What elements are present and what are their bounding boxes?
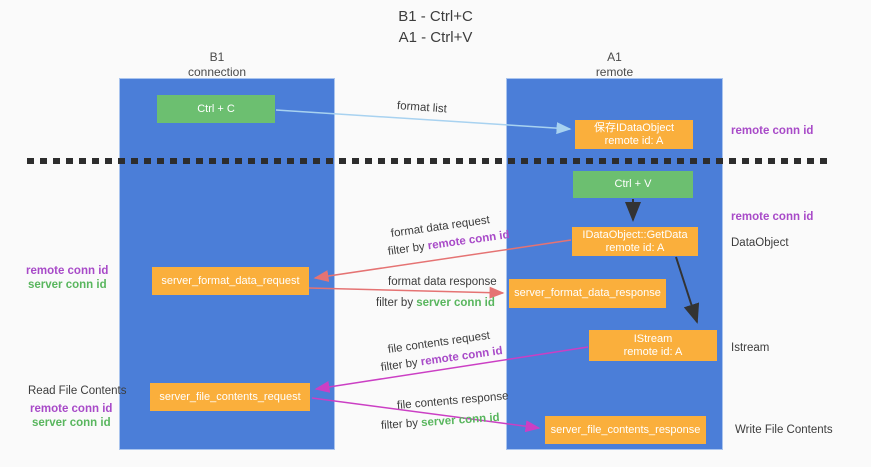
node-server-file-contents-response-label: server_file_contents_response [550, 423, 701, 436]
node-istream: IStream remote id: A [589, 330, 717, 361]
right-label-write-file-contents: Write File Contents [735, 424, 833, 436]
node-ctrl-v: Ctrl + V [573, 171, 693, 198]
lane-header-a1: A1 remote [506, 50, 723, 80]
left-label-read-file-contents: Read File Contents [28, 385, 127, 397]
right-label-remote-conn-id-2: remote conn id [731, 211, 814, 223]
node-istream-line2: remote id: A [623, 345, 683, 358]
node-ctrl-c: Ctrl + C [157, 95, 275, 123]
right-label-istream: Istream [731, 342, 770, 354]
arrow-file-contents-response [311, 397, 541, 433]
node-ctrl-v-label: Ctrl + V [614, 178, 652, 190]
lane-a1-subtitle: remote [595, 65, 634, 79]
node-server-file-contents-request-label: server_file_contents_request [159, 390, 301, 403]
node-ctrl-c-label: Ctrl + C [197, 102, 235, 115]
node-server-format-data-request-label: server_format_data_request [161, 274, 300, 287]
right-label-dataobject: DataObject [731, 237, 789, 249]
title-line-1: B1 - Ctrl+C [398, 8, 473, 25]
node-getdata-line2: remote id: A [605, 241, 665, 254]
node-server-format-data-request: server_format_data_request [152, 267, 309, 295]
server-conn-id-text: server conn id [416, 297, 495, 309]
arrow-getdata-to-istream [675, 256, 700, 324]
node-save-idataobject-line2: remote id: A [604, 134, 664, 147]
edge-label-format-data-response: format data response [388, 276, 497, 288]
node-server-file-contents-request: server_file_contents_request [150, 383, 310, 411]
lane-b1-title: B1 [209, 50, 225, 64]
lane-a1-title: A1 [607, 50, 622, 64]
node-save-idataobject-line1: 保存IDataObject [593, 121, 675, 134]
node-idataobject-getdata: IDataObject::GetData remote id: A [572, 227, 698, 256]
right-label-remote-conn-id: remote conn id [731, 125, 814, 137]
arrow-format-data-request [313, 239, 572, 282]
title-line-2: A1 - Ctrl+V [398, 29, 473, 46]
edge-label-filter-server-1: filter by server conn id [376, 297, 495, 309]
left-label-remote-conn-id: remote conn id [26, 265, 109, 277]
node-istream-line1: IStream [633, 332, 673, 345]
left-label-server-conn-id: server conn id [28, 279, 107, 291]
node-server-file-contents-response: server_file_contents_response [545, 416, 706, 444]
node-save-idataobject: 保存IDataObject remote id: A [575, 120, 693, 149]
node-getdata-line1: IDataObject::GetData [582, 228, 688, 241]
arrow-format-data-response [308, 286, 505, 299]
arrow-format-list [275, 109, 572, 135]
lane-b1-subtitle: connection [187, 65, 247, 79]
left-label-remote-conn-id-2: remote conn id [30, 403, 113, 415]
diagram-title: B1 - Ctrl+C A1 - Ctrl+V [0, 6, 871, 48]
node-server-format-data-response-label: server_format_data_response [514, 287, 661, 299]
copy-paste-divider-dashed-line [27, 158, 833, 164]
node-server-format-data-response: server_format_data_response [509, 279, 666, 308]
arrow-file-contents-request [314, 346, 589, 393]
filter-by-text: filter by [376, 297, 417, 309]
lane-header-b1: B1 connection [117, 50, 317, 80]
left-label-server-conn-id-2: server conn id [32, 417, 111, 429]
